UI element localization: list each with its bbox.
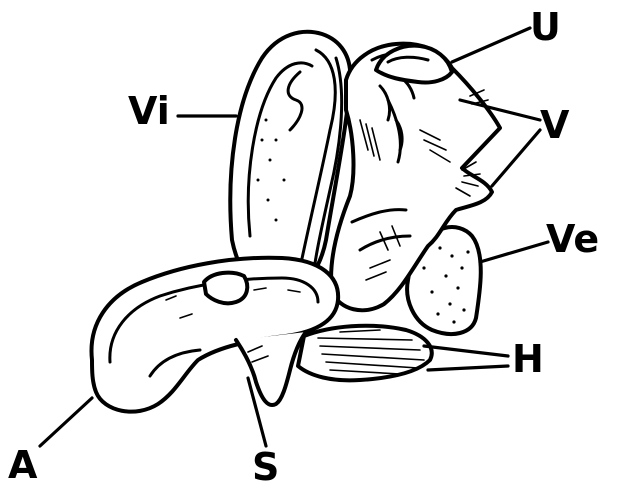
leader-ve [480, 242, 548, 262]
label-s: S [252, 448, 279, 486]
leader-a [40, 398, 92, 446]
label-v: V [540, 106, 569, 144]
label-u: U [530, 8, 561, 46]
leader-h-upper [424, 346, 508, 356]
leader-v-lower [492, 130, 540, 186]
part-s [236, 332, 306, 405]
leader-u [452, 28, 530, 62]
label-a: A [8, 446, 37, 484]
label-ve: Ve [546, 220, 599, 258]
part-h [298, 326, 432, 381]
leader-h-lower [428, 366, 508, 370]
label-h: H [512, 340, 544, 378]
label-vi: Vi [128, 92, 170, 130]
